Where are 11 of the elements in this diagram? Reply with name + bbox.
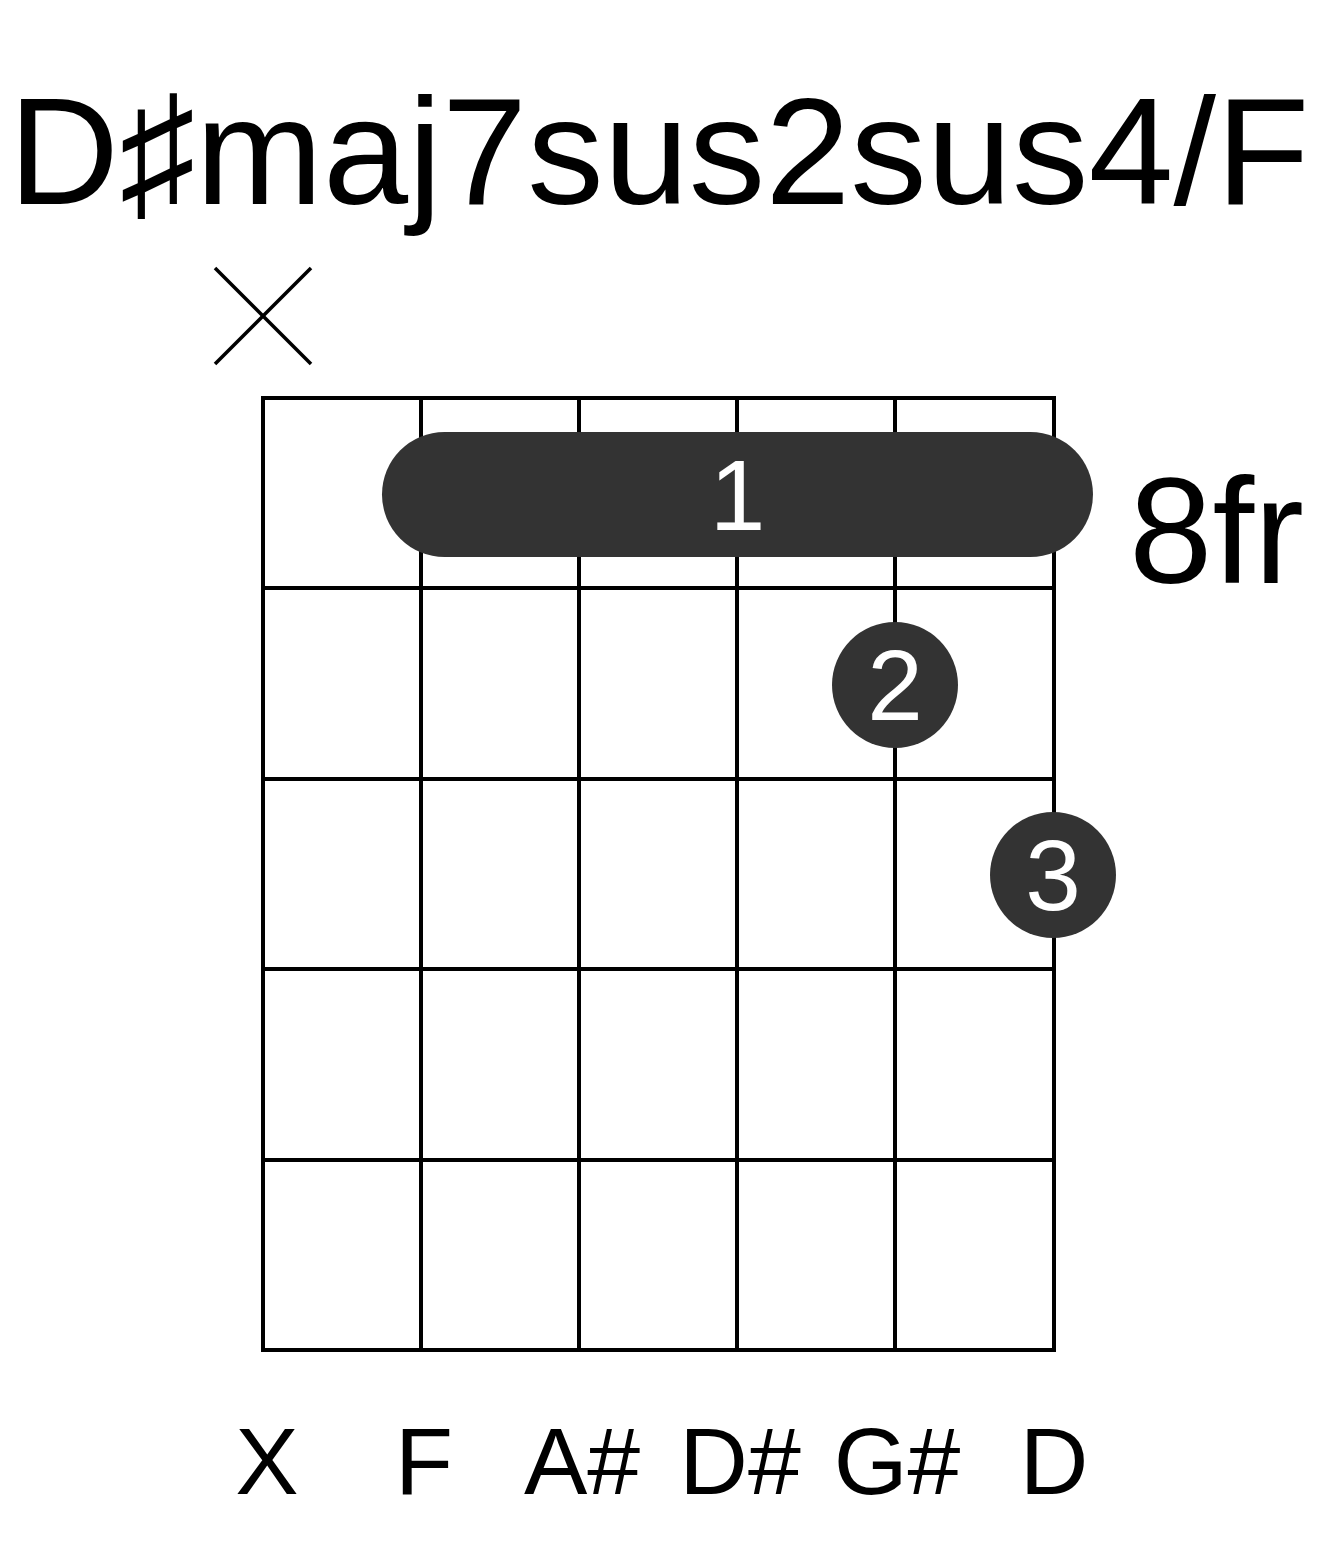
finger-number: 2	[867, 635, 923, 735]
fret-position-label: 8fr	[1129, 445, 1305, 617]
finger-number: 3	[1025, 825, 1081, 925]
string-note-label: D#	[679, 1407, 801, 1517]
string-note-label: F	[395, 1407, 453, 1517]
string-note-label: D	[1019, 1407, 1089, 1517]
finger-number: 1	[709, 444, 766, 545]
string-note-label: X	[235, 1407, 299, 1517]
chord-title: D♯maj7sus2sus4/F	[7, 63, 1311, 238]
string-note-label: G#	[833, 1407, 961, 1517]
string-note-label: A#	[523, 1407, 641, 1517]
